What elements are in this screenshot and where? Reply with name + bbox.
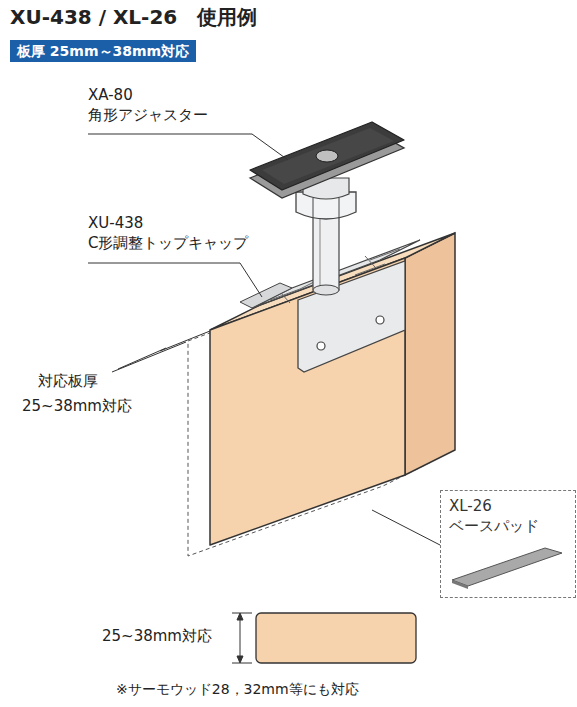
dimension-label: 対応板厚 [38, 372, 98, 392]
part-name: XU-438 C形調整トップキャップ [88, 214, 273, 253]
dimension-value: 25~38mm対応 [102, 627, 212, 647]
node-text: 板厚 25mm～38mm対応 [17, 42, 189, 60]
board-front [210, 258, 405, 545]
leader [88, 263, 262, 297]
screw-hole [317, 342, 325, 350]
leader [372, 510, 440, 545]
note: ※サーモウッド28，32mm等にも対応 [116, 680, 359, 698]
base-pad [452, 548, 562, 586]
part-box: XL-26 ベースパッド [440, 490, 576, 598]
title: XU-438 / XL-26 使用例 [10, 4, 257, 30]
spec-badge: 板厚 25mm～38mm対応 [10, 40, 196, 62]
nut-edge [339, 198, 340, 218]
board-side [405, 233, 455, 475]
node-text: XL-26 ベースパッド [449, 497, 567, 536]
bolt-hole [316, 150, 338, 162]
nut-edge [313, 198, 314, 218]
adjuster-plate [250, 122, 404, 190]
screw-hole [376, 316, 384, 324]
board-section [256, 613, 416, 663]
dimension-value: 25~38mm対応 [22, 397, 132, 417]
leader [88, 134, 288, 160]
stem-base [313, 285, 339, 295]
dimension [112, 331, 210, 372]
dimension [232, 613, 252, 663]
part-name: XA-80 角形アジャスター [88, 86, 238, 125]
cap-lip [240, 283, 292, 308]
pad-edge [452, 580, 468, 589]
